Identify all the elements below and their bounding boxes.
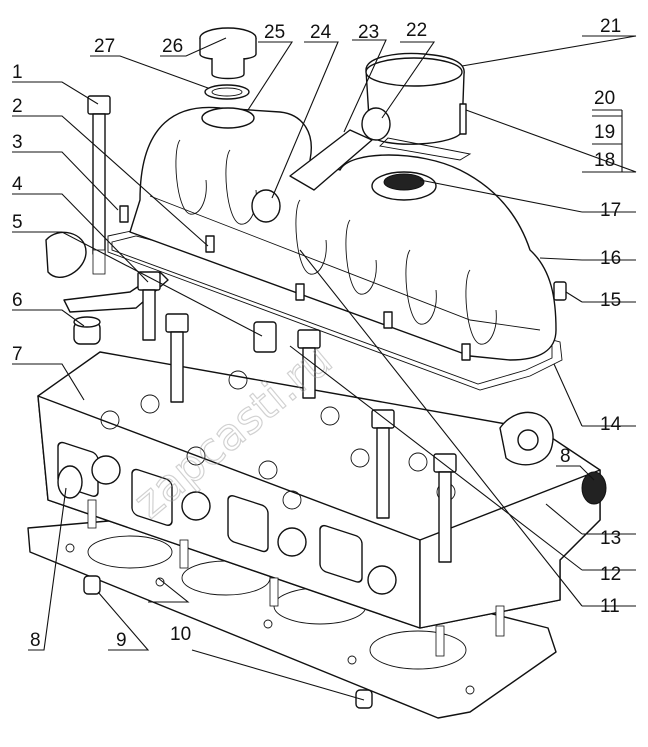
- callout-16: 16: [600, 248, 621, 269]
- callout-22: 22: [406, 20, 427, 41]
- expansion-plug-right: [581, 471, 607, 505]
- callout-26: 26: [162, 36, 183, 57]
- callout-4: 4: [12, 174, 23, 195]
- cylinder-head: [37, 351, 601, 657]
- callout-23: 23: [358, 22, 379, 43]
- callout-3: 3: [12, 132, 23, 153]
- callout-6: 6: [12, 290, 23, 311]
- callout-18: 18: [594, 150, 615, 171]
- callout-7: 7: [12, 344, 23, 365]
- callout-14: 14: [600, 414, 622, 435]
- callout-2: 2: [12, 96, 23, 117]
- leader-lines: [12, 35, 637, 701]
- dowel-sleeve-upper: [83, 575, 101, 595]
- callout-24: 24: [310, 22, 332, 43]
- callout-9: 9: [116, 630, 127, 651]
- callout-13: 13: [600, 528, 621, 549]
- dowel-sleeve-lower: [355, 689, 373, 709]
- callout-27: 27: [94, 36, 115, 57]
- callout-8-right: 8: [560, 446, 571, 467]
- callout-10: 10: [170, 624, 191, 645]
- callout-8: 8: [30, 630, 41, 651]
- callout-17: 17: [600, 200, 621, 221]
- expansion-plug-left: [57, 465, 83, 499]
- callout-1: 1: [12, 62, 23, 83]
- callout-20: 20: [594, 88, 615, 109]
- callout-21: 21: [600, 16, 621, 37]
- valve-cover: [119, 106, 557, 361]
- callout-12: 12: [600, 564, 621, 585]
- callout-15: 15: [600, 290, 621, 311]
- callout-11: 11: [600, 596, 620, 617]
- head-bolts: [45, 95, 457, 563]
- oil-filler-cap: [199, 27, 257, 100]
- callout-25: 25: [264, 22, 285, 43]
- callout-labels: 1 2 3 4 5 6 7 8 9 10 11 12 13 14 15 16 1…: [12, 16, 622, 651]
- callout-19: 19: [594, 122, 615, 143]
- callout-5: 5: [12, 212, 23, 233]
